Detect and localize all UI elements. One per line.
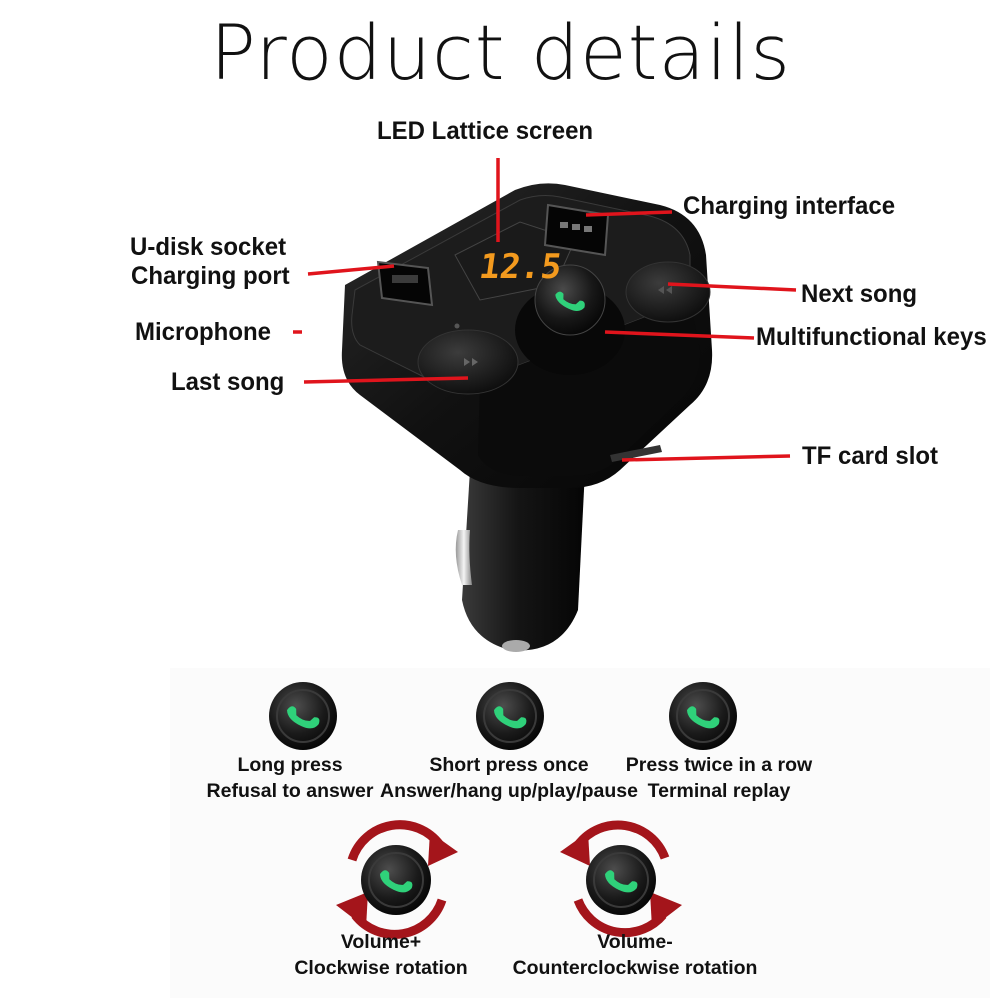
caption-line1: Long press bbox=[237, 754, 343, 776]
caption-line1: Short press once bbox=[429, 754, 589, 776]
pointer-lines bbox=[293, 158, 797, 462]
label-charging-port: Charging port bbox=[131, 262, 290, 290]
caption-line2: Terminal replay bbox=[647, 780, 791, 802]
label-multifunctional-keys: Multifunctional keys bbox=[756, 323, 987, 351]
label-udisk-socket: U-disk socket bbox=[130, 233, 287, 261]
caption-line2: Clockwise rotation bbox=[294, 957, 468, 979]
knob-volume-down bbox=[560, 820, 682, 938]
label-microphone: Microphone bbox=[135, 318, 272, 346]
caption-volume-down: Volume- Counterclockwise rotation bbox=[500, 929, 770, 981]
knob-long-press bbox=[269, 682, 337, 750]
caption-press-twice: Press twice in a row Terminal replay bbox=[612, 752, 826, 804]
caption-line2: Answer/hang up/play/pause bbox=[380, 780, 638, 802]
previous-icon bbox=[464, 358, 478, 366]
label-next-song: Next song bbox=[801, 280, 918, 308]
label-charging-interface: Charging interface bbox=[683, 192, 896, 220]
caption-long-press: Long press Refusal to answer bbox=[190, 752, 390, 804]
plug bbox=[455, 470, 585, 652]
caption-short-press: Short press once Answer/hang up/play/pau… bbox=[376, 752, 642, 804]
caption-line1: Volume+ bbox=[340, 931, 422, 953]
caption-volume-up: Volume+ Clockwise rotation bbox=[281, 929, 481, 981]
knob-short-press bbox=[476, 682, 544, 750]
label-led-screen: LED Lattice screen bbox=[377, 117, 594, 145]
charger-body bbox=[341, 183, 713, 489]
caption-line1: Press twice in a row bbox=[625, 754, 813, 776]
label-last-song: Last song bbox=[171, 368, 285, 396]
label-tf-card-slot: TF card slot bbox=[802, 442, 939, 470]
led-display: 12.5 bbox=[477, 247, 564, 287]
next-icon bbox=[658, 286, 672, 294]
caption-line2: Refusal to answer bbox=[206, 780, 374, 802]
caption-line2: Counterclockwise rotation bbox=[512, 957, 758, 979]
page-title: Product details bbox=[210, 8, 791, 97]
phone-icon bbox=[555, 291, 585, 311]
knob-press-twice bbox=[669, 682, 737, 750]
knob-volume-up bbox=[336, 820, 458, 939]
caption-line1: Volume- bbox=[597, 931, 673, 953]
